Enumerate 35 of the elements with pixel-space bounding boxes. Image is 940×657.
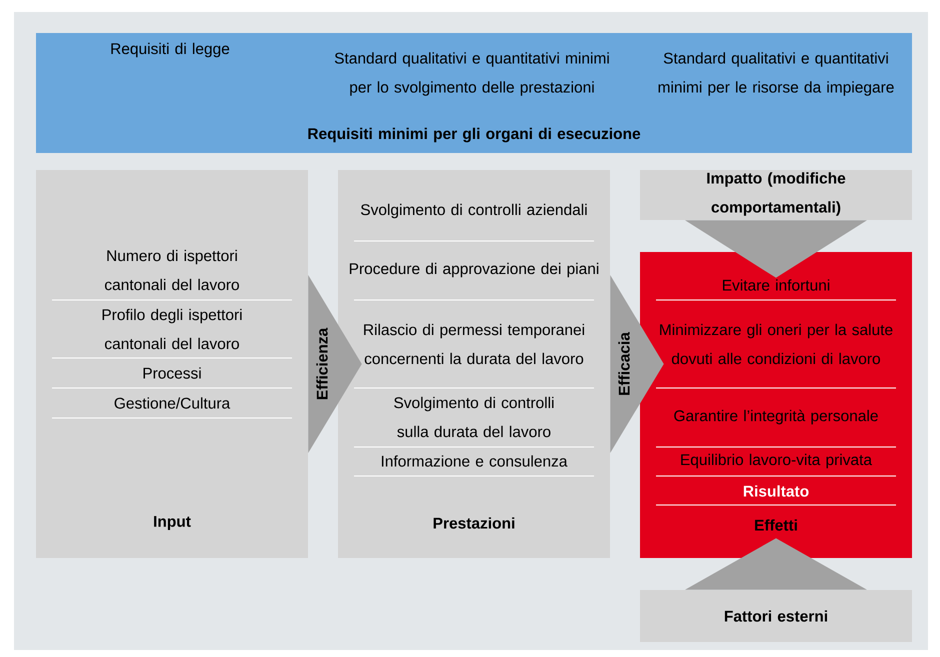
item-text: Equilibrio lavoro-vita privata [681,454,872,468]
heading: Fattori esterni [724,610,827,622]
heading: Risultato [744,485,809,497]
item-text: Rilascio di permessi temporanei concernenti la durata del lavoro [364,324,584,364]
item-text: Svolgimento di controlli sulla durata del lavoro [394,396,554,438]
effects-column [640,252,912,558]
requirements-band [36,33,912,153]
item-text: Procedure di approvazione dei piani [350,262,598,278]
heading: Input [154,516,191,530]
item-text: Informazione e consulenza [382,455,568,467]
item-text: Profilo degli ispettori cantonali del lavoro [102,308,242,350]
item-text: Minimizzare gli oneri per la salute dovuti alle condizioni di lavoro [660,324,892,364]
heading: Requisiti minimi per gli organi di esecuzione [308,128,640,142]
impact-box [640,170,912,220]
external-factors-box [640,590,912,642]
output-column [338,170,610,558]
heading: Impatto (modifiche comportamentali) [707,172,846,216]
chevron-arrow [685,220,867,278]
edge-label: Efficacia [618,332,630,395]
heading: Prestazioni [434,517,514,529]
item-text: Standard qualitativi e quantitativi minimi per lo svolgimento delle prestazioni [334,52,609,96]
item-text: Gestione/Cultura [114,397,230,409]
edge-label: Efficienza [316,328,328,400]
item-text: Standard qualitativi e quantitativi minimi per le risorse da impiegare [658,52,894,96]
heading: Effetti [755,519,797,531]
item-text: Svolgimento di controlli aziendali [360,204,587,218]
item-text: Garantire l’integrità personale [674,410,878,424]
chevron-arrow [610,275,664,453]
item-text: Numero di ispettori cantonali del lavoro [105,250,239,290]
chevron-arrow [308,275,362,453]
chevron-arrow [685,538,867,590]
item-text: Requisiti di legge [111,42,230,58]
item-text: Processi [144,367,201,379]
item-text: Evitare infortuni [723,279,830,291]
input-column [36,170,308,558]
